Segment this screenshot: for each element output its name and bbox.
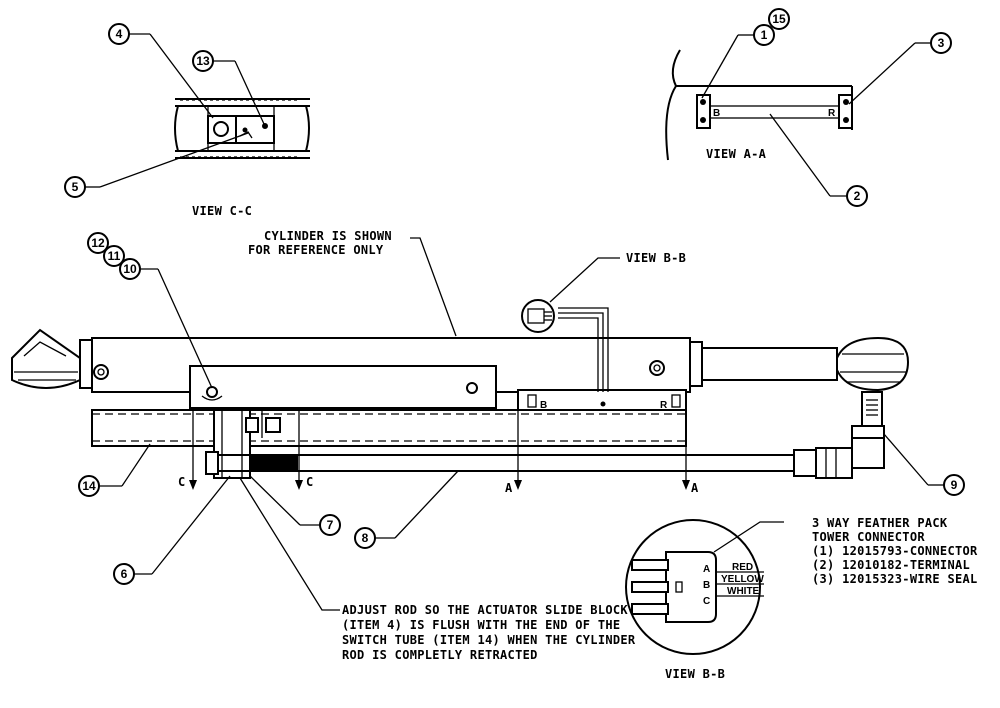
balloon-15: 15	[768, 8, 790, 30]
svg-text:14: 14	[82, 479, 96, 493]
svg-text:C: C	[703, 596, 710, 607]
view-c-c-label: VIEW C-C	[192, 204, 252, 218]
balloon-5: 5	[64, 132, 249, 198]
balloon-7: 7	[249, 475, 341, 536]
balloon-10: 10	[119, 258, 213, 389]
adjust-note-leader	[239, 477, 340, 611]
balloon-3: 3	[848, 32, 952, 105]
svg-text:3: 3	[938, 36, 945, 50]
view-a-a-label: VIEW A-A	[706, 147, 767, 161]
view-b-b-callout-label: VIEW B-B	[626, 251, 686, 265]
svg-text:A: A	[691, 481, 699, 495]
switch-tube	[91, 409, 687, 447]
svg-text:13: 13	[196, 54, 210, 68]
balloon-14: 14	[78, 443, 151, 497]
connector-note-line2: TOWER CONNECTOR	[812, 530, 925, 544]
connector-note-line5: (3) 12015323-WIRE SEAL	[812, 572, 978, 586]
switch-bracket	[189, 365, 497, 409]
svg-text:B: B	[713, 108, 720, 119]
view-b-b-detail	[625, 519, 784, 655]
balloon-1: 1	[701, 24, 775, 99]
adjust-note-line1: ADJUST ROD SO THE ACTUATOR SLIDE BLOCK	[342, 603, 628, 617]
svg-text:4: 4	[116, 27, 123, 41]
svg-text:1: 1	[761, 28, 768, 42]
svg-text:R: R	[828, 108, 836, 119]
section-a-a-markers	[514, 392, 690, 490]
view-c-c-detail	[174, 98, 310, 159]
svg-text:C: C	[306, 475, 314, 489]
balloon-8: 8	[354, 470, 459, 549]
svg-text:8: 8	[362, 531, 369, 545]
balloon-6: 6	[113, 475, 231, 585]
wire-red-label: RED	[732, 562, 753, 573]
svg-text:9: 9	[951, 478, 958, 492]
balloon-2: 2	[769, 113, 868, 207]
view-a-a-detail	[665, 49, 853, 161]
adjust-rod	[205, 447, 853, 479]
connector-note-line3: (1) 12015793-CONNECTOR	[812, 544, 978, 558]
balloon-13: 13	[192, 50, 265, 125]
cylinder-note-line1: CYLINDER IS SHOWN	[264, 229, 392, 243]
svg-text:12: 12	[91, 236, 105, 250]
wire-white-label: WHITE	[727, 586, 760, 597]
balloon-4: 4	[108, 23, 214, 119]
view-b-b-callout-circle	[521, 257, 620, 333]
wire-lead	[558, 317, 599, 392]
svg-text:2: 2	[854, 189, 861, 203]
balloon-12: 12	[87, 232, 109, 254]
svg-text:6: 6	[121, 567, 128, 581]
balloon-11: 11	[103, 245, 125, 267]
svg-text:5: 5	[72, 180, 79, 194]
adjust-note-line3: SWITCH TUBE (ITEM 14) WHEN THE CYLINDER	[342, 633, 636, 647]
svg-text:10: 10	[123, 262, 137, 276]
actuator-slide-block	[213, 409, 281, 479]
balloon-9: 9	[883, 433, 965, 496]
svg-text:7: 7	[327, 518, 334, 532]
svg-text:B: B	[540, 400, 547, 411]
connector-note-line4: (2) 12010182-TERMINAL	[812, 558, 970, 572]
svg-text:11: 11	[108, 249, 121, 263]
connector-note-line1: 3 WAY FEATHER PACK	[812, 516, 948, 530]
svg-text:A: A	[703, 564, 710, 575]
adjust-note-line2: (ITEM 4) IS FLUSH WITH THE END OF THE	[342, 618, 620, 632]
cylinder-note-line2: FOR REFERENCE ONLY	[248, 243, 384, 257]
view-b-b-label: VIEW B-B	[665, 667, 725, 681]
svg-text:A: A	[505, 481, 513, 495]
section-c-c-markers	[189, 410, 303, 490]
svg-text:15: 15	[772, 12, 786, 26]
svg-text:C: C	[178, 475, 186, 489]
adjust-note-line4: ROD IS COMPLETLY RETRACTED	[342, 648, 538, 662]
wire-yellow-label: YELLOW	[721, 574, 764, 585]
svg-text:R: R	[660, 400, 668, 411]
cylinder-note-leader	[410, 237, 457, 337]
svg-text:B: B	[703, 580, 710, 591]
